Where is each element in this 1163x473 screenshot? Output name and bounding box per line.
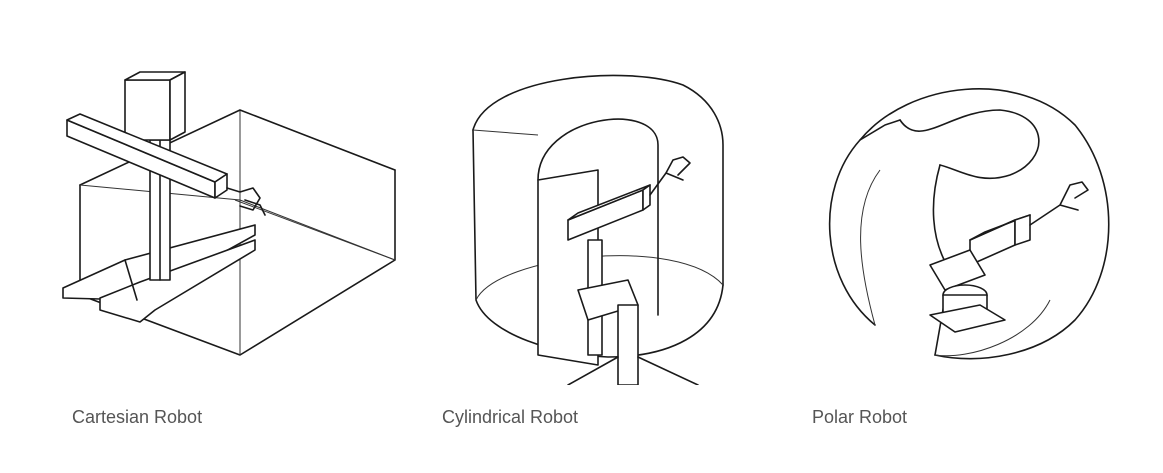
cylindrical-robot-drawing <box>472 74 724 385</box>
figure-caption-cylindrical: Cylindrical Robot <box>442 407 579 427</box>
envelope-back-face <box>239 109 396 261</box>
polar-arm <box>969 219 1016 266</box>
cylindrical-robot-figure <box>428 65 758 385</box>
cylinder-gripper <box>649 156 691 196</box>
cartesian-robot-drawing <box>62 71 396 356</box>
base-post <box>617 304 639 385</box>
polar-base-plate <box>929 304 1006 333</box>
envelope-bottom-edge <box>79 169 396 356</box>
gripper <box>226 187 266 216</box>
polar-gripper <box>1029 181 1089 226</box>
polar-joint <box>929 249 986 291</box>
cylinder-outer-wall <box>472 129 724 358</box>
cylinder-inner <box>537 118 659 316</box>
polar-robot-figure <box>820 70 1120 370</box>
top-block <box>124 79 171 141</box>
figure-caption-cartesian: Cartesian Robot <box>72 407 203 427</box>
cartesian-robot-figure <box>55 70 400 360</box>
figure-caption-polar: Polar Robot <box>812 407 908 427</box>
sphere-outline <box>828 88 1110 360</box>
sphere-cut-top <box>899 109 1040 180</box>
cylinder-outer-top <box>472 74 724 286</box>
polar-robot-drawing <box>828 88 1110 360</box>
